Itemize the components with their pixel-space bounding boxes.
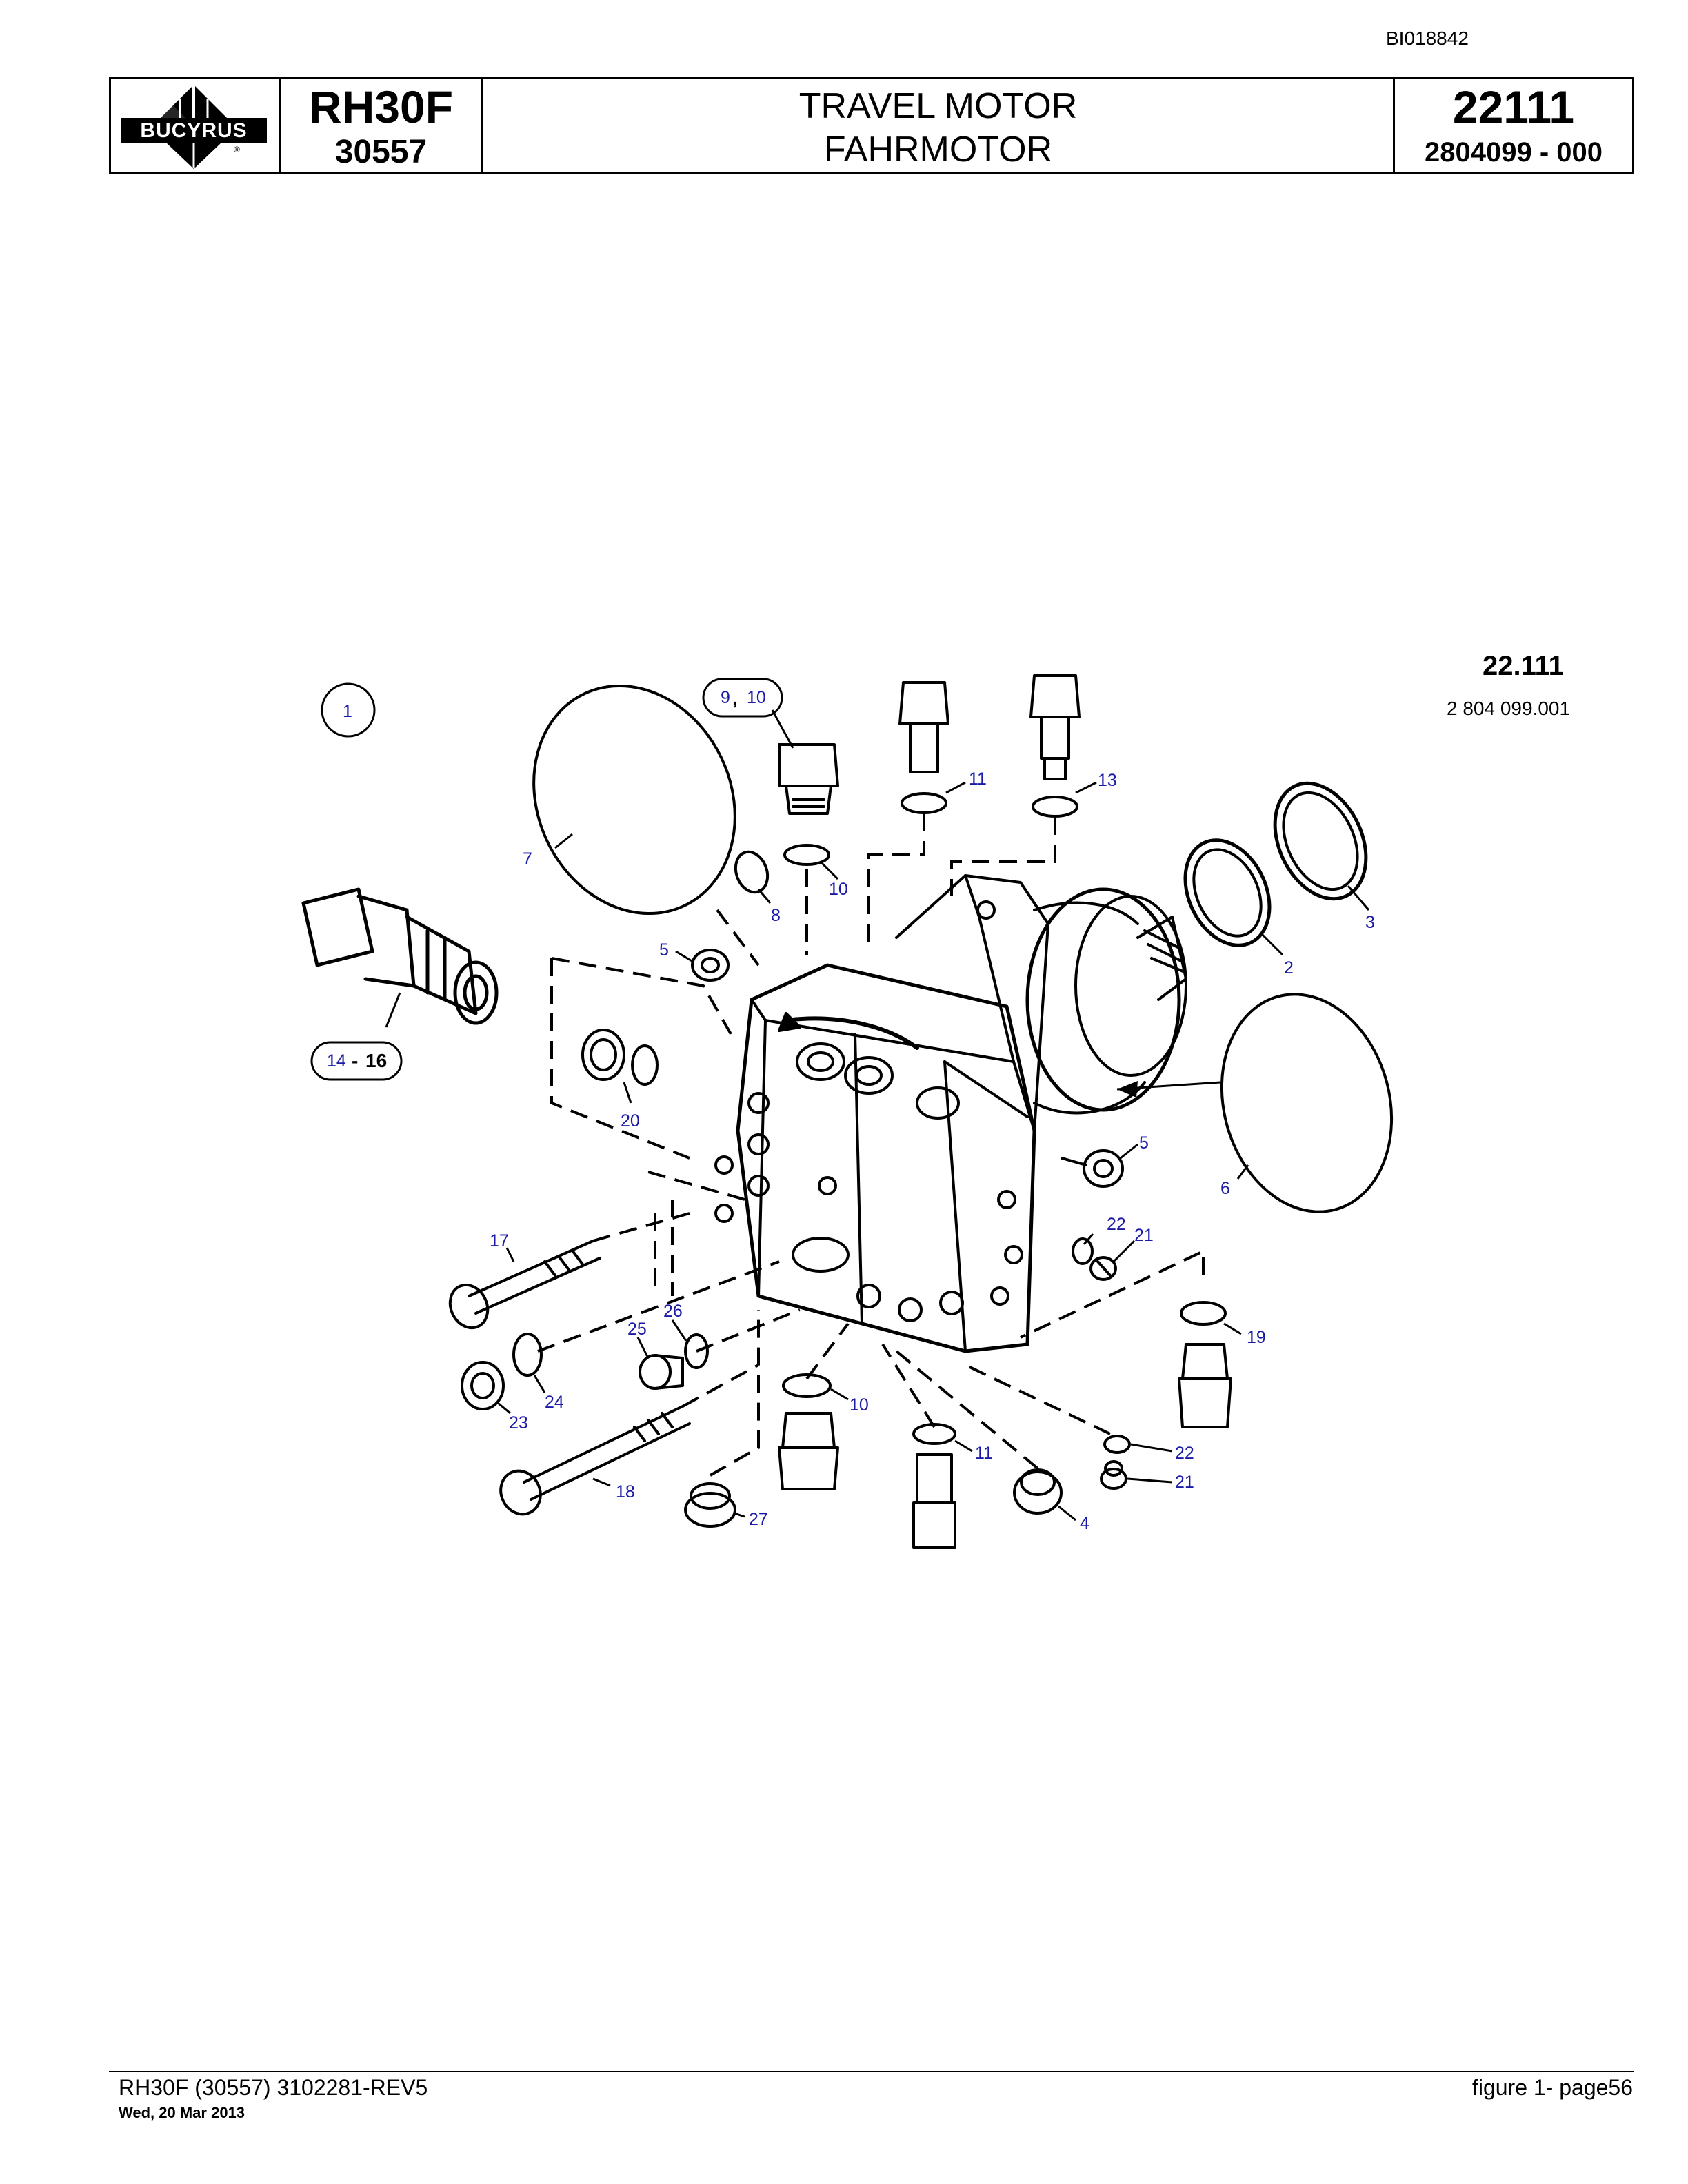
callout-9-10-separator: ,	[732, 687, 738, 709]
callout-19: 19	[1247, 1328, 1266, 1347]
plug-23	[461, 1361, 505, 1410]
exploded-parts-diagram: 1 9 , 10 14 - 16 11 13 10 8 7 3 2 5 5 6 …	[301, 674, 1394, 1549]
callout-14-16-dash: -	[352, 1050, 358, 1071]
logo-brand-text: BUCYRUS	[140, 119, 247, 142]
model-number: RH30F	[308, 81, 454, 132]
group-number: 22111	[1452, 81, 1575, 132]
fitting-11-bottom	[912, 1453, 956, 1549]
footer-page: figure 1- page56	[1471, 2075, 1633, 2100]
bolt-18	[499, 1405, 691, 1516]
callout-10-top: 10	[747, 688, 766, 707]
figure-reference-sub: 2 804 099.001	[1447, 698, 1571, 719]
ring-3	[1273, 781, 1368, 901]
plug-20	[581, 1029, 625, 1081]
title-german: FAHRMOTOR	[823, 130, 1053, 170]
callout-14: 14	[327, 1051, 346, 1071]
callout-11-top: 11	[969, 769, 987, 789]
callout-20: 20	[621, 1111, 640, 1131]
bucyrus-logo: BUCYRUS ®	[121, 85, 267, 169]
fitting-19	[1178, 1343, 1232, 1428]
callout-8: 8	[771, 906, 781, 925]
callout-17: 17	[490, 1231, 509, 1251]
callout-2: 2	[1284, 958, 1294, 978]
footer-doc-ref: RH30F (30557) 3102281-REV5	[119, 2075, 428, 2100]
bolt-17	[448, 1240, 601, 1330]
callout-13: 13	[1098, 771, 1117, 790]
callout-24: 24	[545, 1393, 564, 1412]
valve-cartridge-11	[898, 681, 950, 774]
document-id: BI018842	[1386, 28, 1469, 49]
serial-number: 30557	[334, 134, 428, 170]
nut-5-top	[691, 949, 730, 982]
callout-3: 3	[1365, 913, 1375, 932]
valve-cartridge-13	[1029, 674, 1081, 780]
plug-4	[1013, 1468, 1063, 1515]
plug-9	[778, 743, 839, 815]
callout-16: 16	[365, 1050, 387, 1071]
callout-22-bottom: 22	[1175, 1444, 1194, 1463]
footer-divider	[109, 2071, 1634, 2072]
callout-1: 1	[343, 702, 352, 721]
callout-23: 23	[509, 1413, 528, 1433]
model-cell: RH30F 30557	[281, 79, 483, 172]
svg-text:®: ®	[234, 145, 240, 154]
callout-21-bottom: 21	[1175, 1473, 1194, 1492]
callout-27: 27	[749, 1510, 768, 1529]
fitting-10-bottom	[778, 1412, 839, 1490]
callout-4: 4	[1080, 1514, 1089, 1533]
callout-5-top: 5	[659, 940, 669, 960]
title-block: BUCYRUS ® RH30F 30557 TRAVEL MOTOR FAHRM…	[109, 77, 1634, 174]
title-english: TRAVEL MOTOR	[798, 86, 1078, 126]
callout-7: 7	[523, 849, 532, 869]
ring-2	[1183, 838, 1272, 947]
o-ring-8	[734, 850, 770, 894]
callout-22-right: 22	[1107, 1215, 1126, 1234]
plug-25	[639, 1354, 684, 1390]
callout-10-bottom: 10	[850, 1395, 869, 1415]
callout-6: 6	[1220, 1179, 1230, 1198]
part-number: 2804099 - 000	[1424, 137, 1602, 168]
plug-21-right	[1089, 1256, 1117, 1281]
figure-reference: 22.111	[1483, 651, 1564, 681]
title-cell: TRAVEL MOTOR FAHRMOTOR	[483, 79, 1395, 172]
callout-5-right: 5	[1139, 1133, 1149, 1153]
plug-27	[684, 1482, 736, 1528]
plug-21-bottom	[1100, 1460, 1127, 1490]
footer-date: Wed, 20 Mar 2013	[119, 2104, 245, 2121]
callout-21-right: 21	[1134, 1226, 1154, 1245]
callout-26: 26	[663, 1302, 683, 1321]
callout-10-upper: 10	[829, 880, 848, 899]
callout-11-bottom: 11	[975, 1444, 993, 1463]
callout-25: 25	[627, 1320, 647, 1339]
seal-ring-7	[532, 684, 736, 916]
brand-logo-cell: BUCYRUS ®	[111, 79, 281, 172]
callout-9: 9	[721, 688, 730, 707]
pressure-valve-14	[301, 887, 499, 1025]
seal-ring-6	[1220, 993, 1394, 1213]
motor-housing	[714, 874, 1187, 1353]
callout-18: 18	[616, 1482, 635, 1502]
group-number-cell: 22111 2804099 - 000	[1395, 79, 1632, 172]
nut-5-right	[1061, 1149, 1124, 1188]
